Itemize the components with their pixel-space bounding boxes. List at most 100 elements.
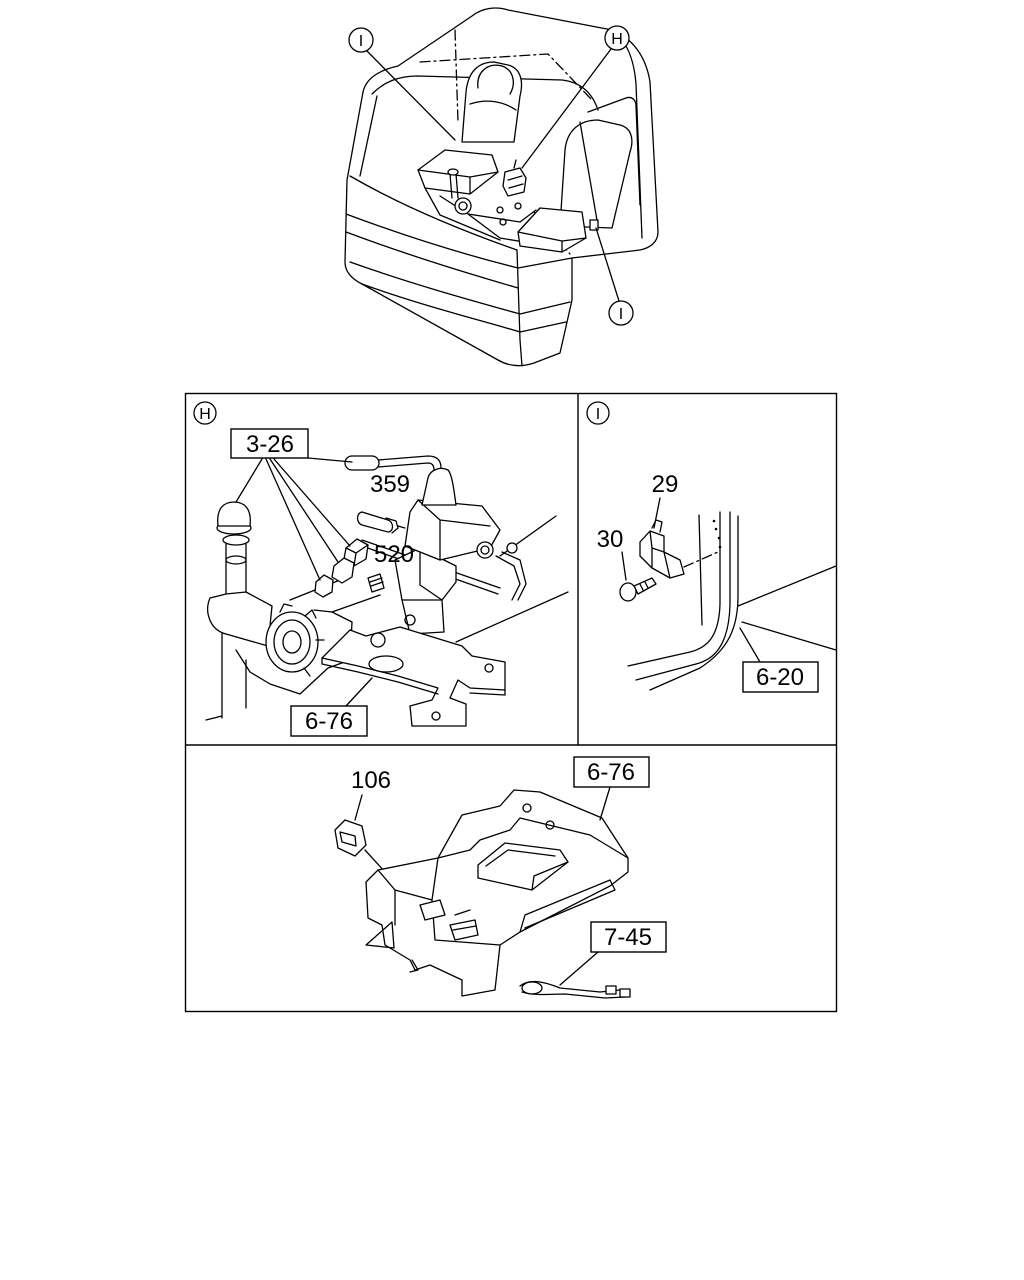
ref-6-76-label: 6-76 bbox=[305, 708, 353, 735]
console-triangle-tab bbox=[365, 921, 395, 949]
part-520-label: 520 bbox=[374, 541, 414, 568]
part-29-label: 29 bbox=[652, 471, 679, 498]
console-side-rail bbox=[519, 879, 616, 933]
ref-7-45-label: 7-45 bbox=[604, 924, 652, 951]
passenger-seat-cushion bbox=[517, 207, 587, 253]
part-30-label: 30 bbox=[597, 526, 624, 553]
harness-connector bbox=[521, 981, 543, 995]
panel-i-marker: I bbox=[596, 406, 600, 423]
sensor-359-hex bbox=[385, 517, 406, 534]
valve-fitting-small bbox=[506, 542, 518, 554]
floor-bolt bbox=[499, 218, 507, 226]
panel-h-marker-circle bbox=[193, 401, 217, 425]
spring-520-coils bbox=[369, 577, 384, 587]
knob-shaft bbox=[225, 543, 247, 595]
connector-106-face bbox=[339, 831, 357, 847]
console-valve-cluster-detail bbox=[507, 159, 524, 189]
ref-7-45-leader bbox=[559, 951, 599, 986]
panel-h-detail: H bbox=[193, 401, 569, 737]
ref-3-26-leaders bbox=[235, 457, 353, 581]
console-valve-cluster bbox=[502, 167, 527, 197]
console-recess-inner bbox=[485, 849, 569, 891]
valve-fitting-inner bbox=[480, 545, 490, 555]
callout-h: H bbox=[611, 31, 623, 48]
bolt-30-head bbox=[619, 582, 637, 602]
callout-leader-i-top bbox=[366, 50, 456, 141]
console-slot bbox=[419, 899, 446, 921]
plate-hole bbox=[484, 663, 494, 673]
rotary-switch-ring bbox=[273, 619, 311, 665]
part-106-leader bbox=[354, 794, 363, 821]
seat-rivet bbox=[718, 545, 722, 549]
console-lever-knob bbox=[447, 168, 459, 176]
harness-plug bbox=[619, 988, 631, 998]
bolt-30-threads bbox=[639, 581, 649, 591]
switch-housing bbox=[207, 591, 273, 647]
callout-leader-i-bottom bbox=[595, 227, 620, 302]
connector-106 bbox=[334, 819, 367, 857]
cable-end-grip bbox=[344, 455, 380, 471]
floor-bolt bbox=[496, 206, 504, 214]
switch-mount-plate bbox=[235, 609, 353, 695]
valve-fitting bbox=[476, 541, 494, 559]
floor-bolt bbox=[514, 202, 522, 210]
seat-side-edges bbox=[627, 511, 837, 691]
console-hole bbox=[545, 820, 555, 830]
bolt-30-shank bbox=[633, 577, 657, 595]
console-slot-lines bbox=[452, 909, 477, 931]
driver-seat-back bbox=[461, 61, 523, 143]
knob-cap bbox=[217, 501, 251, 527]
callout-i-bottom: I bbox=[619, 306, 623, 323]
plate-hole bbox=[431, 711, 441, 721]
connector-a bbox=[314, 574, 334, 598]
passenger-seat-back bbox=[559, 119, 633, 229]
driver-seat-detail bbox=[469, 64, 517, 111]
console-switch-round-inner bbox=[458, 201, 468, 211]
console-lever bbox=[449, 173, 459, 199]
panel-h-marker: H bbox=[199, 406, 211, 423]
console-top-edges bbox=[437, 817, 629, 859]
knob-shaft-ring bbox=[225, 555, 247, 565]
ref-6-20-label: 6-20 bbox=[756, 664, 804, 691]
seat-rivet bbox=[714, 527, 718, 531]
seat-belt bbox=[579, 121, 599, 227]
connector-b bbox=[331, 557, 355, 584]
detail-frame-border bbox=[184, 392, 838, 1013]
seat-rivet bbox=[717, 536, 721, 540]
ref-7-45-box bbox=[590, 921, 667, 953]
ref-3-26-label: 3-26 bbox=[246, 431, 294, 458]
callout-circle-i-bottom bbox=[608, 300, 634, 326]
valve-pipe bbox=[495, 551, 527, 601]
rotary-switch-hub bbox=[282, 630, 302, 654]
part-359-label: 359 bbox=[370, 471, 410, 498]
knob-collar bbox=[222, 534, 250, 546]
ref-6-76-console-leader bbox=[599, 786, 611, 821]
ref-3-26-box bbox=[230, 428, 309, 459]
ref-6-20-box bbox=[742, 661, 819, 693]
valve-body-edges bbox=[417, 499, 491, 561]
console-hole bbox=[522, 803, 532, 813]
harness-plug bbox=[605, 985, 617, 995]
plate-hole bbox=[370, 632, 386, 648]
cab-front-outline bbox=[344, 91, 573, 367]
console-slot bbox=[449, 919, 479, 941]
floor-lines bbox=[205, 515, 569, 721]
panel-console-detail: 106 6-76 7-45 bbox=[334, 756, 667, 999]
cab-overview-illustration: I H I bbox=[344, 7, 659, 367]
ref-6-76-console-box bbox=[573, 756, 650, 788]
cab-side-window bbox=[587, 96, 641, 206]
detail-frame bbox=[184, 392, 838, 1013]
ref-6-76-console-label: 6-76 bbox=[587, 759, 635, 786]
part-106-label: 106 bbox=[351, 767, 391, 794]
ref-6-76-box bbox=[290, 705, 368, 737]
callout-leader-h bbox=[521, 48, 612, 169]
part-30-leader bbox=[621, 551, 627, 581]
bracket-29-edges bbox=[649, 519, 671, 579]
ref-6-76-leader bbox=[345, 677, 373, 707]
console-switch-round bbox=[454, 197, 472, 215]
panel-i-marker-circle bbox=[586, 401, 610, 425]
cab-a-pillar bbox=[359, 95, 378, 177]
console-body bbox=[365, 789, 629, 997]
mount-bracket-hole bbox=[404, 614, 416, 626]
